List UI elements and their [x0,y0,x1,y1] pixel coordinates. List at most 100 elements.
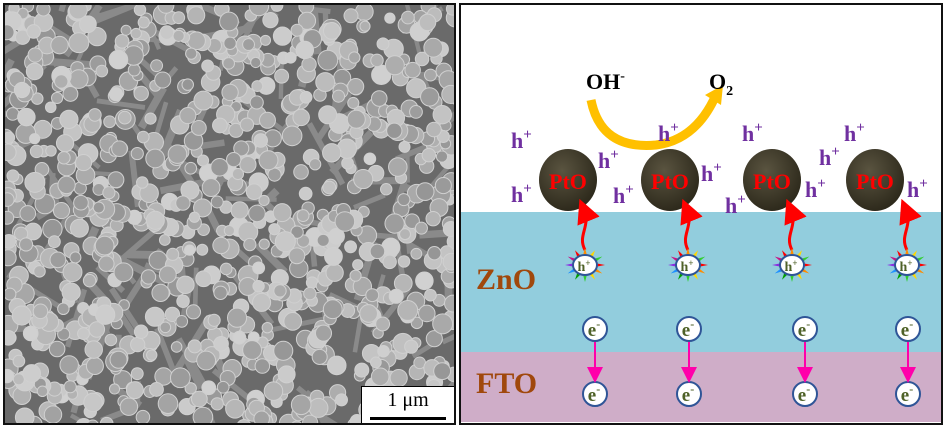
hole-label: h+ [742,120,763,146]
nanorod-tip [404,339,419,354]
nanorod-tip [284,51,297,64]
nanorod-tip [290,225,304,239]
excited-hole: h+ [668,248,708,282]
nanorod-tip [175,314,189,328]
scale-bar: 1 μm [361,386,454,423]
nanorod-tip [410,247,423,260]
hole-label: h+ [613,182,634,208]
nanorod-tip [311,348,328,365]
nanorod-tip [59,109,79,130]
nanorod-tip [237,418,251,423]
nanorod-tip [27,47,43,63]
hole-transfer-arrow [577,198,600,251]
nanorod-tip [348,51,361,64]
nanorod-tip [54,74,69,89]
nanorod-tip [423,37,444,58]
nanorod-tip [254,358,271,374]
nanorod [451,193,454,198]
nanorod-tip [139,183,159,204]
nanorod-tip [75,154,93,172]
nanorod-tip [314,324,333,342]
nanorod-tip [207,313,221,327]
nanorod-tip [317,49,339,71]
nanorod-tip [5,143,17,162]
nanorod-tip [272,203,292,223]
nanorod-tip [45,145,57,157]
scale-bar-label: 1 μm [387,389,429,411]
nanorod-tip [377,344,390,358]
nanorod-tip [113,370,133,390]
nanorod-tip [167,144,188,164]
nanorod-tip [243,237,257,252]
nanorod-tip [57,302,70,316]
nanorod-tip [133,85,149,102]
nanorod-tip [252,261,266,275]
nanorod-tip [299,90,313,104]
nanorod-tip [226,151,242,168]
nanorod-tip [308,158,322,171]
nanorod-tip [144,112,157,125]
nanorod-tip [48,340,66,358]
nanorod-tip [135,409,151,423]
excited-hole: h+ [565,248,605,282]
nanorod [118,313,137,337]
pto-particle: PtO [846,149,904,211]
nanorod-tip [248,204,266,223]
nanorod-tip [140,269,157,285]
nanorod-tip [397,193,411,207]
nanorod-tip [222,57,235,70]
hole-label: h+ [598,147,619,173]
svg-text:h+: h+ [785,258,798,275]
nanorod-tip [442,252,454,271]
nanorod-tip [343,8,359,24]
nanorod-tip [179,107,197,125]
nanorod-tip [5,329,17,346]
fto-electron: e- [676,381,702,407]
nanorod-tip [120,24,132,36]
nanorod-tip [32,303,49,320]
nanorod-tip [52,202,71,220]
nanorod-tip [114,33,130,49]
nanorod-tip [62,85,79,102]
nanorod-tip [318,105,338,125]
nanorod-tip [24,171,46,193]
nanorod-tip [33,265,46,278]
nanorod-tip [192,198,213,218]
nanorod-tip [59,355,79,375]
nanorod-tip [420,87,440,107]
nanorod-tip [92,201,105,214]
nanorod-tip [273,284,287,298]
nanorod-tip [117,110,132,125]
nanorod-tip [133,5,147,17]
pto-particle: PtO [743,149,801,211]
nanorod-tip [375,316,391,332]
nanorod-tip [250,56,262,69]
nanorod-tip [233,140,250,157]
nanorod-tip [84,340,103,359]
nanorod-tip [397,255,411,268]
nanorod-tip [277,365,296,384]
nanorod-tip [398,140,411,153]
svg-text:e-: e- [588,317,600,341]
nanorod-tip [382,254,397,270]
hole-transfer-arrow [784,198,807,251]
nanorod-tip [103,115,117,129]
nanorod-tip [149,382,164,397]
nanorod-tip [231,167,245,181]
nanorod-tip [187,339,202,354]
nanorod-tip [441,84,454,104]
zno-label: ZnO [476,263,537,296]
nanorod-tip [95,64,109,78]
nanorod-tip [425,330,443,348]
nanorod-tip [22,364,41,383]
nanorod-tip [212,117,228,134]
nanorod-tip [107,171,125,189]
nanorod-tip [87,27,107,47]
nanorod-tip [63,380,77,394]
nanorod-tip [192,406,214,423]
svg-text:e-: e- [901,317,913,341]
nanorod-tip [344,240,358,254]
nanorod-tip [225,398,245,419]
nanorod-tip [13,81,31,99]
hole-label: h+ [511,181,532,207]
